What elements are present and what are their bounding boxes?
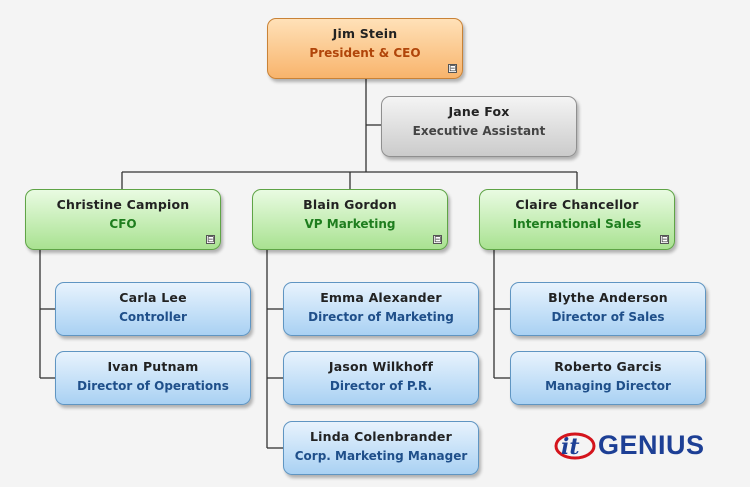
node-assistant[interactable]: Jane Fox Executive Assistant [381, 96, 577, 157]
node-report[interactable]: Carla Lee Controller [55, 282, 251, 336]
node-title: International Sales [512, 217, 642, 231]
node-title: CFO [109, 217, 137, 231]
collapse-icon[interactable]: ⊟ [206, 235, 215, 245]
node-title: Director of Sales [551, 310, 665, 324]
node-name: Jim Stein [332, 26, 398, 41]
node-report[interactable]: Roberto Garcis Managing Director [510, 351, 706, 405]
node-manager-cfo[interactable]: Christine Campion CFO ⊟ [25, 189, 221, 250]
node-name: Christine Campion [56, 197, 190, 212]
node-name: Jason Wilkhoff [328, 359, 434, 374]
node-report[interactable]: Emma Alexander Director of Marketing [283, 282, 479, 336]
logo-badge: it [561, 434, 580, 460]
node-manager-marketing[interactable]: Blain Gordon VP Marketing ⊟ [252, 189, 448, 250]
node-title: Managing Director [545, 379, 671, 393]
node-name: Blythe Anderson [548, 290, 668, 305]
node-name: Blain Gordon [303, 197, 397, 212]
node-report[interactable]: Jason Wilkhoff Director of P.R. [283, 351, 479, 405]
node-title: VP Marketing [304, 217, 396, 231]
genius-logo: it GENIUS [552, 428, 727, 464]
node-name: Jane Fox [448, 104, 510, 119]
it-badge-icon: it [554, 432, 596, 460]
node-manager-sales[interactable]: Claire Chancellor International Sales ⊟ [479, 189, 675, 250]
node-name: Carla Lee [119, 290, 187, 305]
node-name: Ivan Putnam [107, 359, 199, 374]
node-title: Corp. Marketing Manager [294, 449, 468, 463]
node-title: President & CEO [309, 46, 421, 60]
node-name: Roberto Garcis [554, 359, 662, 374]
node-title: Director of Marketing [308, 310, 454, 324]
node-ceo[interactable]: Jim Stein President & CEO ⊟ [267, 18, 463, 79]
node-report[interactable]: Blythe Anderson Director of Sales [510, 282, 706, 336]
node-title: Controller [119, 310, 187, 324]
collapse-icon[interactable]: ⊟ [660, 235, 669, 245]
node-title: Director of P.R. [329, 379, 433, 393]
collapse-icon[interactable]: ⊟ [448, 64, 457, 74]
logo-text: GENIUS [598, 430, 705, 460]
node-name: Linda Colenbrander [310, 429, 452, 444]
node-name: Claire Chancellor [515, 197, 639, 212]
node-name: Emma Alexander [320, 290, 442, 305]
collapse-icon[interactable]: ⊟ [433, 235, 442, 245]
node-report[interactable]: Ivan Putnam Director of Operations [55, 351, 251, 405]
node-report[interactable]: Linda Colenbrander Corp. Marketing Manag… [283, 421, 479, 475]
node-title: Director of Operations [77, 379, 229, 393]
node-title: Executive Assistant [412, 124, 546, 138]
